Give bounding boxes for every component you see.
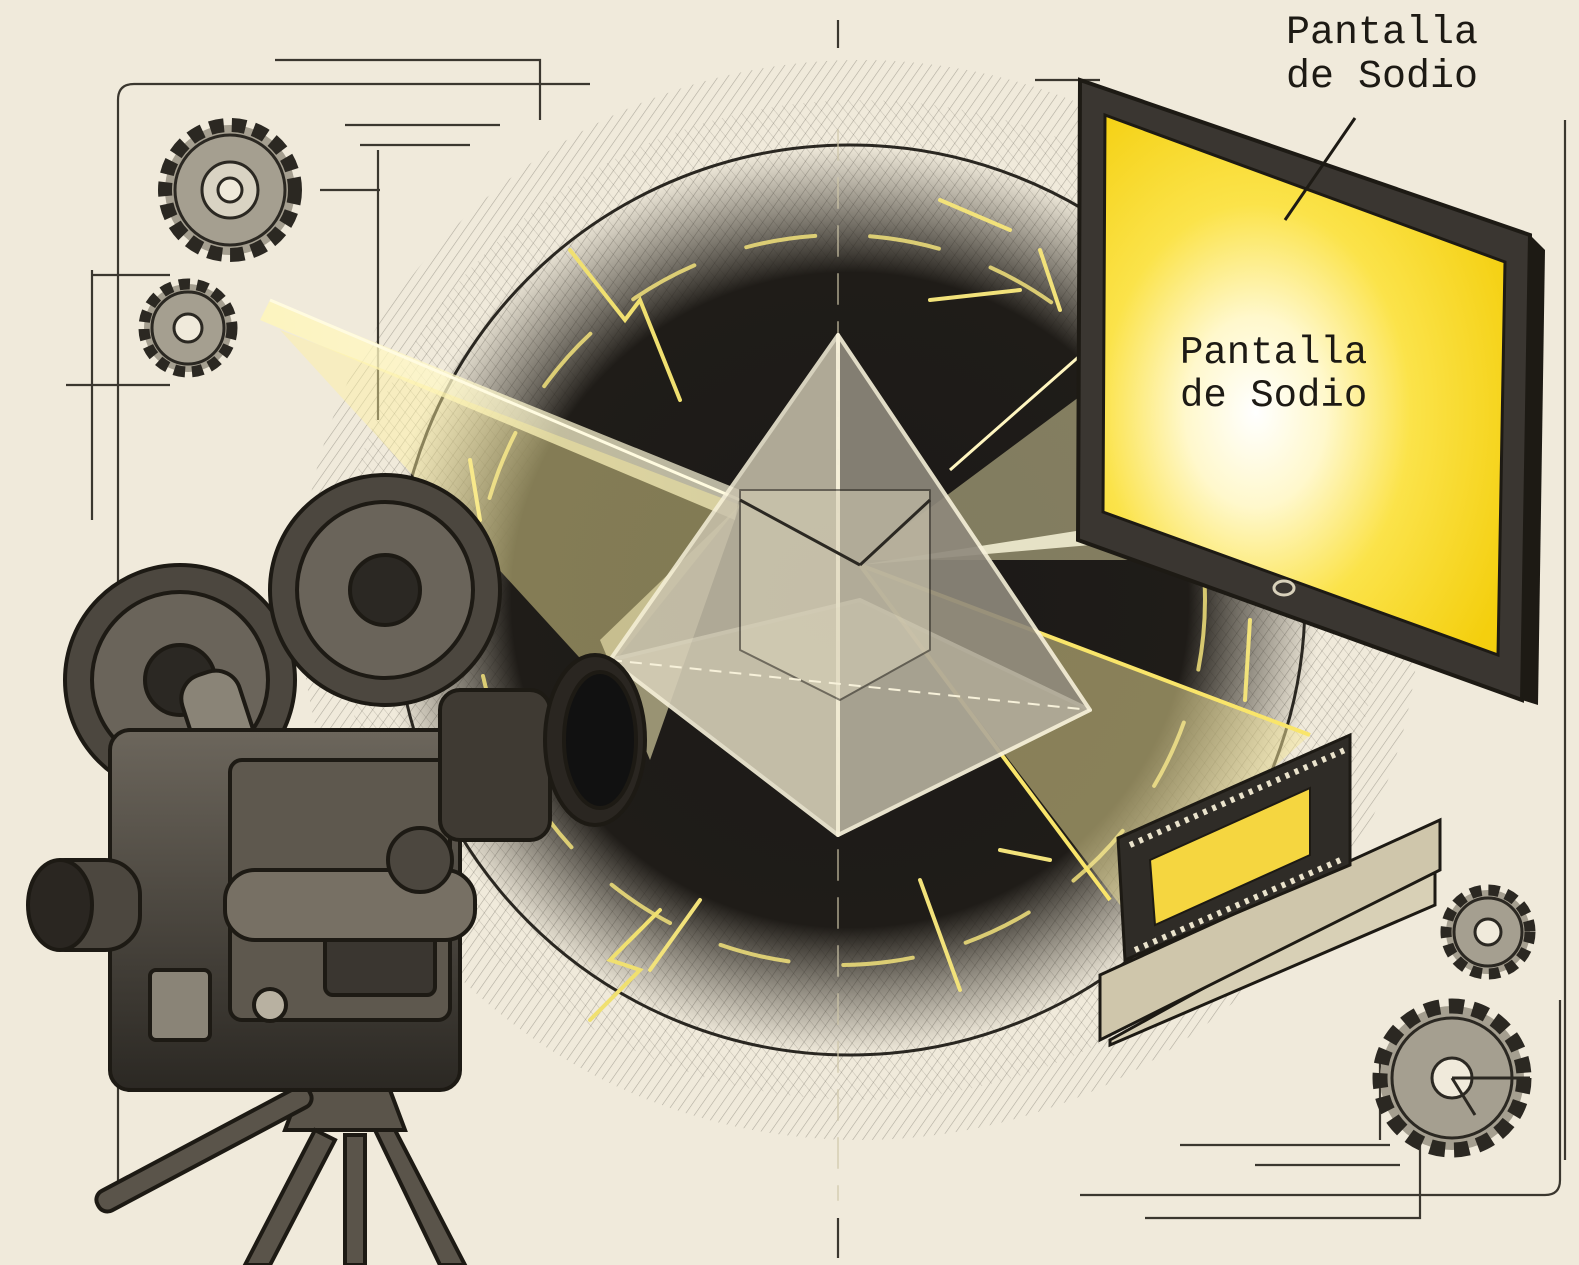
gear-icon — [158, 118, 302, 262]
callout-label-line2: de Sodio — [1286, 55, 1479, 100]
screen-label: Pantalla de Sodio — [1180, 332, 1367, 418]
screen-label-line2: de Sodio — [1180, 373, 1368, 418]
film-strip-icon — [1098, 732, 1442, 1048]
screen-label-line1: Pantalla — [1180, 331, 1368, 375]
prism-icon — [608, 333, 1092, 837]
callout-leader — [1283, 117, 1357, 221]
gear-icon — [1372, 998, 1532, 1158]
callout-label-line1: Pantalla — [1286, 11, 1479, 56]
gear-icon — [1440, 884, 1536, 980]
gear-icon — [138, 278, 238, 378]
tripod-icon — [94, 1084, 468, 1265]
monitor-screen-icon — [1075, 77, 1545, 705]
film-camera-icon — [26, 473, 647, 1092]
callout-label: Pantalla de Sodio — [1286, 12, 1478, 100]
